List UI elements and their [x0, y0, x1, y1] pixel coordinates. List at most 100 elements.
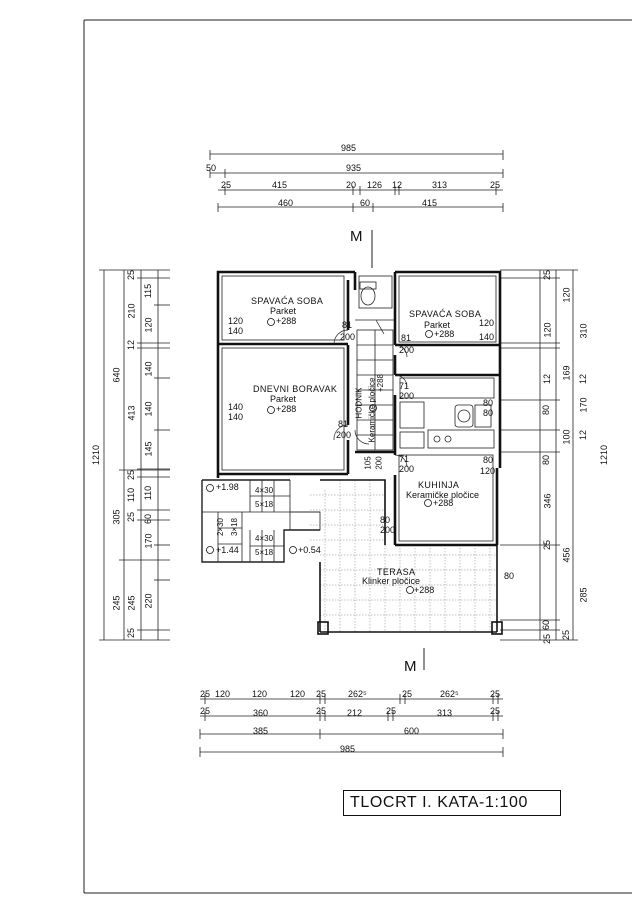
- section-line: [371, 230, 425, 670]
- dim-right-a5: 25: [561, 629, 572, 641]
- dim-right-b2: 120: [542, 322, 553, 338]
- room-material-spavaca-1: Parket: [270, 306, 297, 316]
- section-marker-bottom: M: [404, 658, 417, 675]
- stair-level-top: +1.98: [216, 482, 239, 492]
- dim-top-r4-b: 60: [360, 198, 371, 208]
- dim-bot-r1-i: 25: [490, 689, 501, 699]
- door-3-height: 200: [399, 345, 415, 355]
- room-level-hodnik: +288: [376, 373, 386, 393]
- bottom-dimension-lines: [199, 694, 504, 757]
- stair-size-6: 5×18: [255, 548, 274, 557]
- dim-bot-r2-b: 360: [253, 708, 269, 718]
- dim-right-b6: 346: [542, 493, 553, 509]
- dim-bot-r1-h: 262⁵: [440, 689, 459, 699]
- drawing-title-block: TLOCRT I. KATA-1:100: [343, 790, 561, 816]
- stair-level-landing: +0.54: [298, 545, 321, 555]
- sheet-frame: [83, 19, 632, 894]
- dim-bot-r1-a: 25: [200, 689, 211, 699]
- dim-bot-r4: 985: [340, 744, 356, 754]
- dim-left-b6: 110: [126, 487, 137, 503]
- dim-left-b4: 413: [126, 405, 137, 421]
- dim-right-c4: 12: [578, 429, 589, 441]
- door-5-width: 71: [399, 454, 410, 464]
- dim-right-a3: 100: [561, 429, 572, 445]
- room-material-kuhinja: Keramičke pločice: [406, 490, 480, 500]
- dim-top-r3-b: 415: [272, 180, 288, 190]
- stair-size-3: 2×30: [216, 517, 226, 537]
- door-1-width: 81: [342, 320, 353, 330]
- dim-top-r4-a: 460: [278, 198, 294, 208]
- door-3-width: 81: [401, 333, 412, 343]
- dim-bot-r2-g: 25: [490, 706, 501, 716]
- dim-bot-r1-f: 262⁵: [348, 689, 367, 699]
- dim-bot-r2-f: 313: [437, 708, 453, 718]
- dim-right-b4: 80: [541, 404, 552, 416]
- dim-left-b9: 25: [126, 627, 137, 639]
- opening-spavaca1-a: 120: [228, 316, 244, 326]
- dim-right-a4: 456: [561, 547, 572, 563]
- section-marker-top: M: [350, 228, 363, 245]
- dim-left-c8: 170: [143, 533, 154, 549]
- dim-left-b2: 210: [126, 303, 137, 319]
- opening-kuhinja-upper-b: 80: [483, 408, 494, 418]
- dim-left-a3: 245: [111, 595, 122, 611]
- door-7-width: 105: [363, 456, 373, 470]
- dim-right-b3: 12: [542, 373, 553, 385]
- right-dimension-lines: [500, 269, 578, 641]
- door-1-height: 200: [340, 332, 356, 342]
- door-4-width: 71: [399, 381, 410, 391]
- dim-bot-r1-e: 25: [316, 689, 327, 699]
- dim-right-c5: 285: [578, 587, 589, 603]
- dim-right-total: 1210: [599, 444, 610, 466]
- stair-level-bottom: +1.44: [216, 545, 239, 555]
- dim-left-c1: 115: [143, 283, 154, 299]
- dim-right-c3: 170: [578, 397, 589, 413]
- dim-left-a2: 305: [111, 509, 122, 525]
- room-name-kuhinja: KUHINJA: [418, 480, 460, 490]
- dim-right-b9: 25: [542, 633, 553, 645]
- dim-left-b8: 245: [126, 595, 137, 611]
- dim-bot-r1-c: 120: [252, 689, 268, 699]
- dim-left-c3: 140: [143, 361, 154, 377]
- left-dimension-lines: [99, 269, 170, 641]
- stair-size-4: 3×18: [230, 517, 240, 537]
- dim-right-b5: 80: [541, 454, 552, 466]
- dim-left-b3: 12: [126, 339, 137, 351]
- dim-top-r3-d: 126: [367, 180, 383, 190]
- dim-bot-r2-d: 212: [347, 708, 363, 718]
- door-6-height: 200: [380, 525, 396, 535]
- door-5-height: 200: [399, 464, 415, 474]
- stair-size-1: 4×30: [255, 486, 274, 495]
- dim-top-r3-a: 25: [221, 180, 232, 190]
- dim-bot-r2-c: 25: [316, 706, 327, 716]
- room-level-kuhinja: +288: [433, 498, 454, 508]
- door-2-height: 200: [336, 430, 352, 440]
- dim-left-total: 1210: [91, 444, 102, 466]
- dim-left-c4: 140: [143, 401, 154, 417]
- walls: [216, 270, 502, 547]
- room-level-spavaca-1: +288: [276, 316, 297, 326]
- dim-top-r3-g: 25: [490, 180, 501, 190]
- opening-kuhinja-upper-a: 80: [483, 398, 494, 408]
- dim-top-overall: 985: [341, 143, 357, 153]
- terrace-boundary: [317, 479, 503, 635]
- opening-spavaca2-a: 120: [479, 318, 495, 328]
- dim-right-b8: 60: [541, 619, 552, 631]
- dim-top-r3-f: 313: [432, 180, 448, 190]
- dim-left-b7: 25: [126, 511, 137, 523]
- dim-bot-r1-b: 120: [215, 689, 231, 699]
- dim-right-a2: 169: [561, 365, 572, 381]
- dim-left-b1: 25: [126, 269, 137, 281]
- room-name-dnevni-boravak: DNEVNI BORAVAK: [253, 384, 338, 394]
- dim-bot-r1-d: 120: [290, 689, 306, 699]
- terrace-tile-grid: [310, 480, 497, 632]
- room-name-terasa: TERASA: [377, 567, 416, 577]
- dim-left-a1: 640: [111, 367, 122, 383]
- room-name-hodnik: HODNIK: [354, 387, 364, 419]
- door-4-height: 200: [399, 391, 415, 401]
- room-material-terasa: Klinker pločice: [362, 576, 421, 586]
- dim-top-r4-c: 415: [422, 198, 438, 208]
- dim-top-offset: 50: [206, 163, 217, 173]
- dim-right-a1: 120: [561, 287, 572, 303]
